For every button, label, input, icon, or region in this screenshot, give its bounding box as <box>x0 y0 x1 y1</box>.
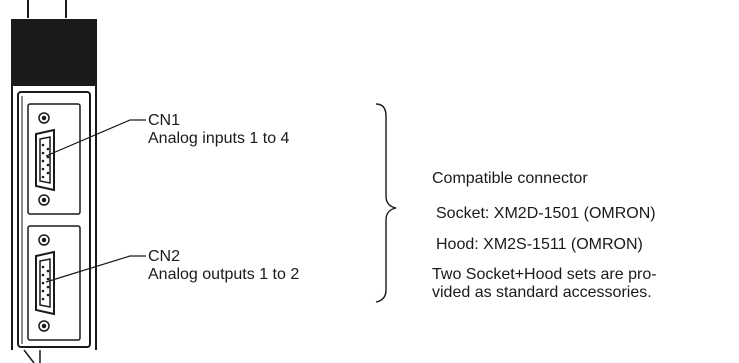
module-body <box>11 0 97 363</box>
cn2-description: Analog outputs 1 to 2 <box>148 266 300 283</box>
socket-spec: Socket: XM2D-1501 (OMRON) <box>436 205 656 222</box>
accessories-note-line2: vided as standard accessories. <box>432 284 652 301</box>
cn1-label: CN1 <box>148 112 181 129</box>
compatible-connector-heading: Compatible connector <box>432 170 588 187</box>
grouping-brace <box>375 103 397 303</box>
cn1-description: Analog inputs 1 to 4 <box>148 130 290 147</box>
cn2-leader-line <box>45 255 146 283</box>
cn2-port <box>27 225 81 341</box>
cn1-port <box>27 103 81 215</box>
cn2-label: CN2 <box>148 248 181 265</box>
cn1-leader-line <box>45 119 146 157</box>
hood-spec: Hood: XM2S-1511 (OMRON) <box>436 236 643 253</box>
accessories-note-line1: Two Socket+Hood sets are pro- <box>432 266 657 283</box>
